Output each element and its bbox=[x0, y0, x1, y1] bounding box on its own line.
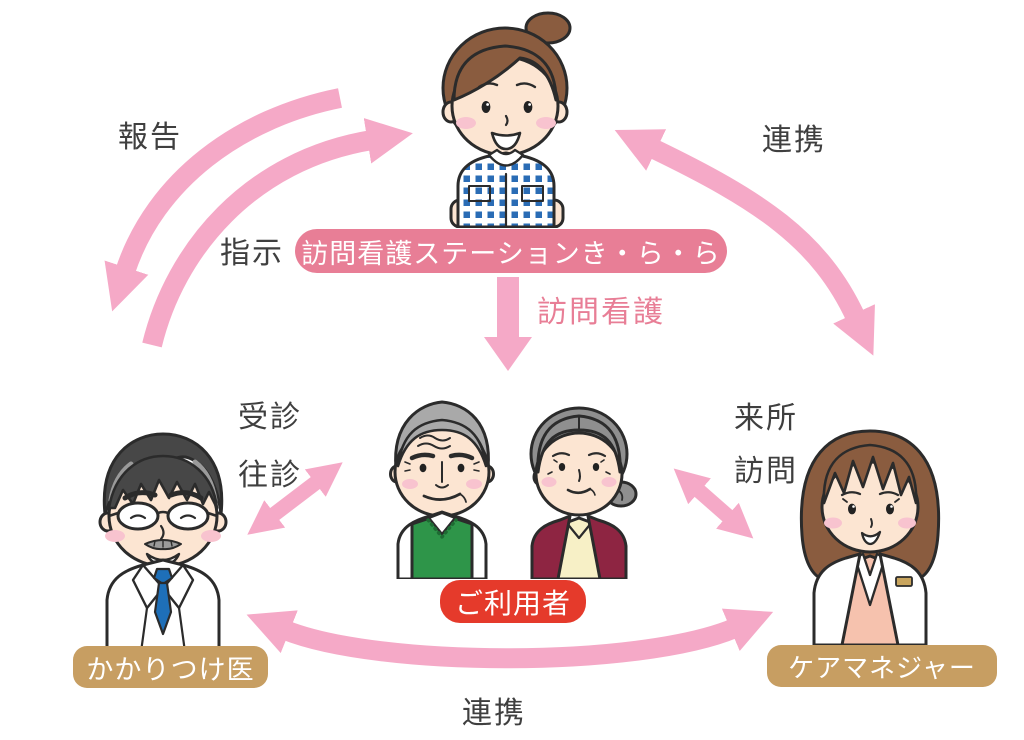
instruction-edge-label: 指示 bbox=[220, 236, 284, 271]
consultation-housecall-arrow bbox=[247, 462, 343, 535]
report-arrow bbox=[104, 88, 342, 312]
cooperation-top-edge-label: 連携 bbox=[762, 123, 826, 158]
station-banner: 訪問看護ステーションき・ら・ら bbox=[295, 229, 727, 273]
client-label: ご利用者 bbox=[440, 580, 586, 623]
report-edge-label: 報告 bbox=[118, 120, 182, 155]
family-doctor-illustration bbox=[75, 412, 250, 652]
cooperation-bottom-edge-label: 連携 bbox=[462, 696, 526, 731]
home-visit-edge-label: 訪問 bbox=[734, 454, 798, 489]
office-visit-edge-label: 来所 bbox=[734, 401, 798, 436]
visiting-nursing-arrow bbox=[484, 277, 532, 371]
cooperation-bottom-arrow bbox=[246, 608, 774, 669]
care-manager-illustration bbox=[770, 400, 970, 650]
cooperation-top-arrow bbox=[614, 129, 875, 356]
visiting-nursing-edge-label: 訪問看護 bbox=[537, 295, 665, 330]
instruction-arrow bbox=[142, 118, 413, 348]
elderly-couple-illustration bbox=[372, 374, 652, 579]
care-manager-label: ケアマネジャー bbox=[767, 645, 997, 687]
house-call-edge-label: 往診 bbox=[238, 458, 302, 493]
consultation-edge-label: 受診 bbox=[238, 400, 302, 435]
office-visit-arrow bbox=[673, 468, 754, 539]
visiting-nurse-illustration bbox=[402, 6, 612, 228]
doctor-label: かかりつけ医 bbox=[73, 646, 268, 688]
